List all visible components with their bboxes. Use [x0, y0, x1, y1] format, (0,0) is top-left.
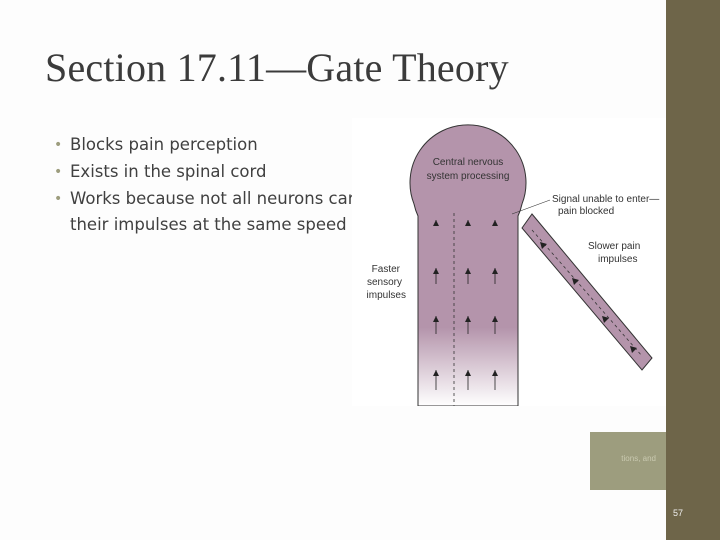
impulse-arrowhead	[433, 370, 439, 376]
bullet-icon: •	[54, 191, 63, 207]
impulse-arrows	[433, 220, 637, 390]
slide-title: Section 17.11—Gate Theory	[45, 45, 509, 90]
bullet-item: • Blocks pain perception	[52, 132, 372, 158]
slower-label: impulses	[598, 254, 637, 265]
blocked-label: pain blocked	[558, 206, 614, 217]
spinal-cord-shape	[409, 124, 527, 407]
bullet-icon: •	[54, 164, 63, 180]
slower-impulse-arrowhead	[602, 316, 609, 323]
head-label: Central nervous	[433, 157, 504, 168]
impulse-arrowhead	[465, 220, 471, 226]
faster-label: impulses	[367, 290, 406, 301]
page-number: 57	[672, 508, 683, 518]
footer-text: tions, and	[621, 454, 656, 463]
slower-impulse-arrowhead	[540, 242, 547, 249]
bullet-text: Works because not all neurons carry thei…	[70, 189, 371, 234]
impulse-arrowhead	[492, 316, 498, 322]
slower-impulse-arrowhead	[630, 346, 637, 353]
bullet-item: • Works because not all neurons carry the…	[52, 186, 372, 238]
slower-pain-pathway	[521, 213, 653, 371]
bullet-icon: •	[54, 137, 63, 153]
impulse-arrowhead	[465, 370, 471, 376]
slower-label: Slower pain	[588, 241, 640, 252]
gate-theory-diagram: Central nervous system processing Signal…	[352, 118, 672, 407]
impulse-arrowhead	[492, 220, 498, 226]
diagram-svg: Central nervous system processing Signal…	[367, 124, 659, 407]
impulse-arrowhead	[465, 268, 471, 274]
faster-label: Faster	[372, 264, 401, 275]
impulse-arrowhead	[433, 220, 439, 226]
impulse-arrowhead	[433, 268, 439, 274]
slower-impulse-arrowhead	[572, 278, 579, 285]
bullet-list: • Blocks pain perception • Exists in the s…	[52, 132, 372, 239]
footer-bar: tions, and	[590, 432, 666, 490]
head-label: system processing	[427, 171, 510, 182]
blocked-label: Signal unable to enter—	[552, 194, 659, 205]
bullet-item: • Exists in the spinal cord	[52, 159, 372, 185]
impulse-arrowhead	[433, 316, 439, 322]
blocked-line	[511, 199, 551, 215]
accent-bar	[666, 0, 720, 540]
bullet-text: Exists in the spinal cord	[70, 162, 267, 181]
impulse-arrowhead	[492, 268, 498, 274]
impulse-arrowhead	[492, 370, 498, 376]
faster-label: sensory	[367, 277, 402, 288]
impulse-arrowhead	[465, 316, 471, 322]
bullet-text: Blocks pain perception	[70, 135, 258, 154]
